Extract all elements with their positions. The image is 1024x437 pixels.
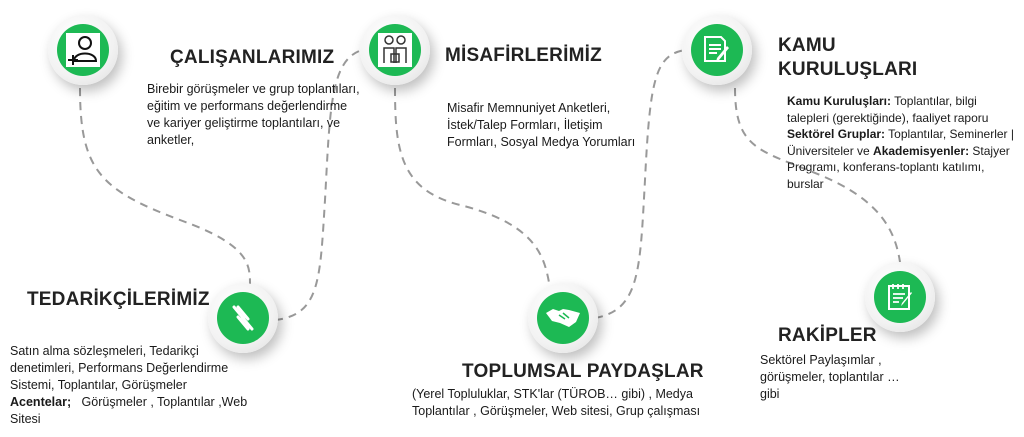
notepad-edit-icon bbox=[888, 284, 912, 310]
guests-text: Misafir Memnuniyet Anketleri, İstek/Tale… bbox=[447, 101, 636, 149]
document-edit-icon bbox=[704, 36, 729, 62]
suppliers-node bbox=[208, 283, 278, 353]
public-label-2: Sektörel Gruplar: bbox=[787, 127, 886, 141]
public-text: Kamu Kuruluşları: Toplantılar, bilgi tal… bbox=[787, 93, 1022, 192]
handshake-icon bbox=[546, 309, 580, 327]
competitors-title: RAKİPLER bbox=[778, 325, 877, 346]
guests-icon bbox=[378, 33, 412, 67]
community-title: TOPLUMSAL PAYDAŞLAR bbox=[462, 361, 704, 382]
competitors-text: Sektörel Paylaşımlar , görüşmeler, topla… bbox=[760, 353, 900, 401]
suppliers-text: Satın alma sözleşmeleri, Tedarikçi denet… bbox=[10, 343, 260, 428]
employees-title: ÇALIŞANLARIMIZ bbox=[170, 47, 335, 68]
guests-title: MİSAFİRLERİMİZ bbox=[445, 45, 602, 66]
competitors-node bbox=[865, 262, 935, 332]
employees-node bbox=[48, 15, 118, 85]
public-title-1: KAMU bbox=[778, 35, 836, 56]
employees-text: Birebir görüşmeler ve grup toplantıları,… bbox=[147, 82, 360, 147]
guests-node bbox=[360, 15, 430, 85]
public-title-2: KURULUŞLARI bbox=[778, 59, 918, 80]
suppliers-title: TEDARİKÇİLERİMİZ bbox=[27, 289, 210, 310]
suppliers-body: Satın alma sözleşmeleri, Tedarikçi denet… bbox=[10, 344, 229, 392]
agents-label: Acentelar; bbox=[10, 395, 72, 409]
public-node bbox=[682, 15, 752, 85]
add-user-icon bbox=[66, 33, 100, 67]
public-text-3: Stajyer Programı, konferans-toplantı kat… bbox=[787, 143, 1010, 191]
public-label-1: Kamu Kuruluşları: bbox=[787, 94, 892, 108]
agents-text: Görüşmeler , Toplantılar ,Web Sitesi bbox=[10, 395, 251, 426]
community-text: (Yerel Topluluklar, STK'lar (TÜROB… gibi… bbox=[412, 387, 701, 418]
community-node bbox=[528, 283, 598, 353]
chain-link-icon bbox=[232, 305, 254, 331]
public-label-3: Akademisyenler: bbox=[873, 143, 970, 158]
public-text-2: Toplantılar, Seminerler | Üniversiteler … bbox=[787, 127, 1014, 158]
public-text-1: Toplantılar, bilgi talepleri (gerektiğin… bbox=[787, 94, 989, 125]
